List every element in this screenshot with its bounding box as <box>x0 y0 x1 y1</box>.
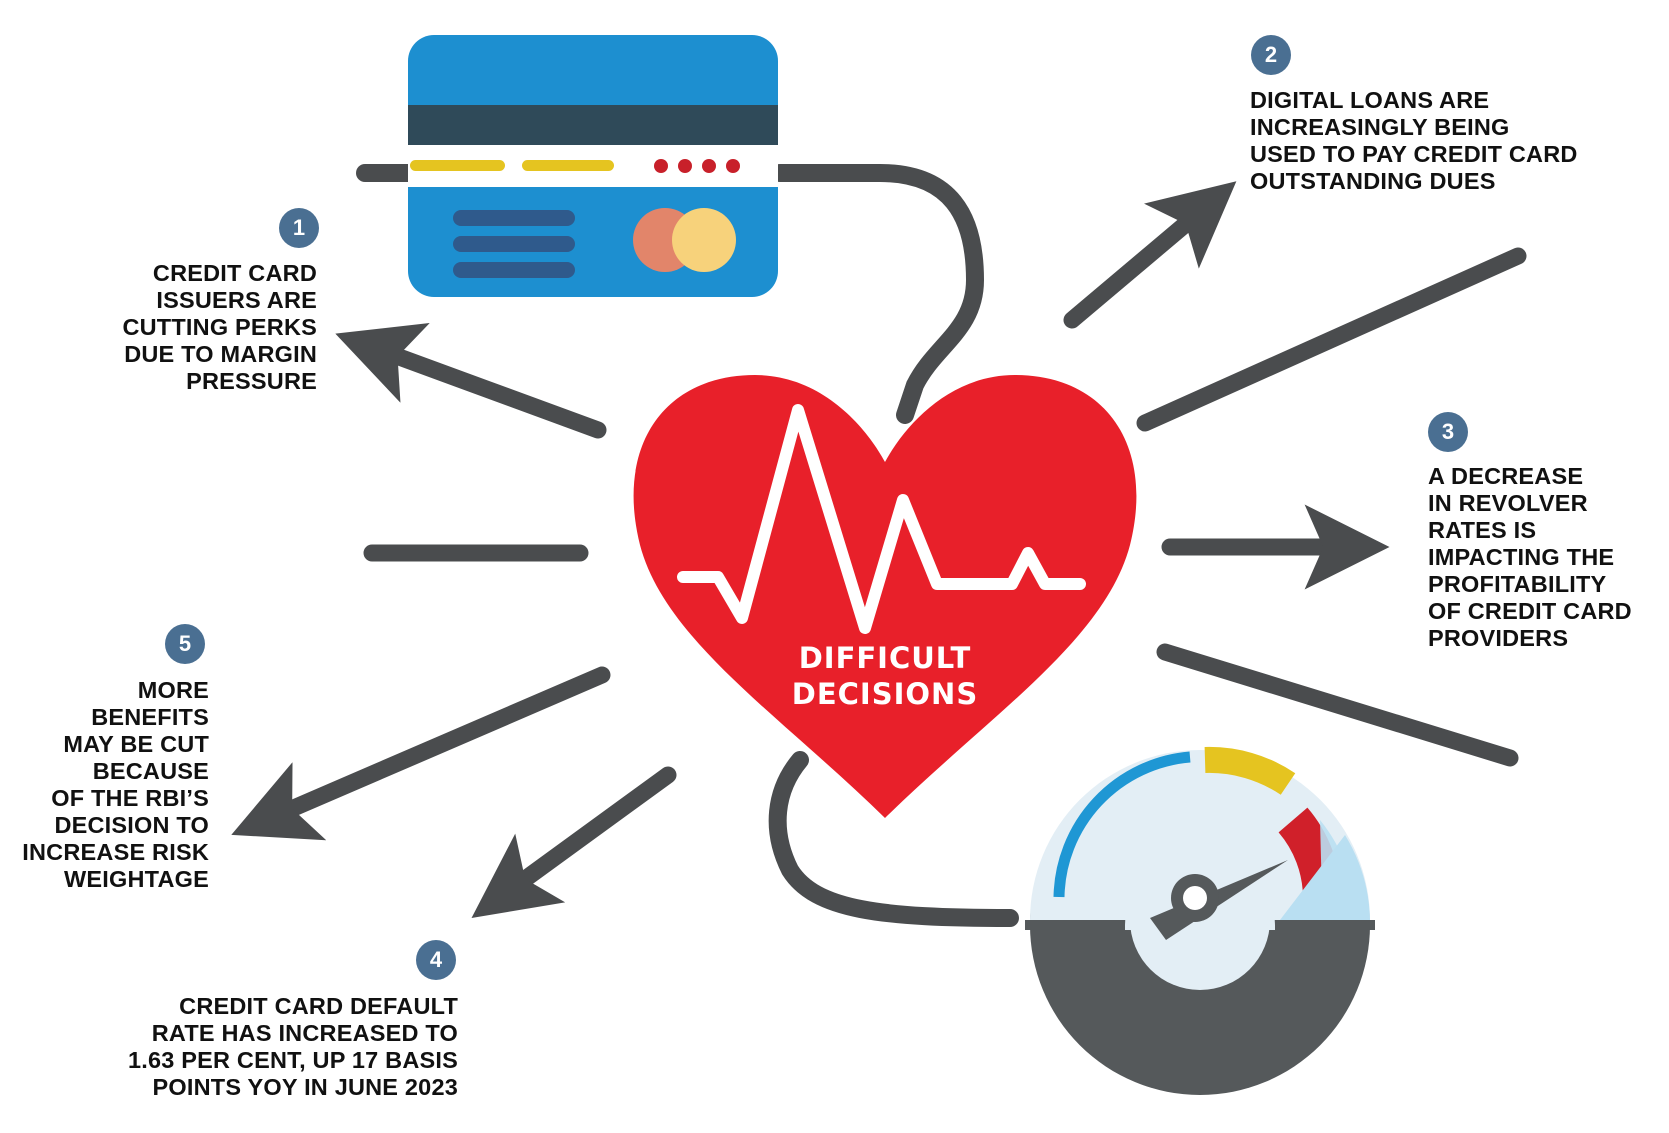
callout-5-line: BECAUSE <box>92 758 209 784</box>
callout-3-line: PROFITABILITY <box>1428 571 1607 597</box>
callout-4-line: RATE HAS INCREASED TO <box>151 1020 458 1046</box>
callout-1-text: CREDIT CARD ISSUERS ARE CUTTING PERKS DU… <box>60 260 317 395</box>
callout-3-line: RATES IS <box>1428 517 1537 543</box>
ray-line <box>1136 247 1527 432</box>
callout-2-line: USED TO PAY CREDIT CARD <box>1250 141 1578 167</box>
gauge-needle <box>1150 860 1288 940</box>
callout-1-line: DUE TO MARGIN <box>124 341 317 367</box>
callout-1-line: PRESSURE <box>186 368 317 394</box>
arrow-to-item-1 <box>335 322 607 439</box>
callout-3-number-badge: 3 <box>1428 412 1468 452</box>
card-dot <box>726 159 740 173</box>
callout-5-line: MAY BE CUT <box>63 731 209 757</box>
card-dot <box>654 159 668 173</box>
callout-3-line: IMPACTING THE <box>1428 544 1615 570</box>
callout-3-line: OF CREDIT CARD <box>1428 598 1632 624</box>
callout-5-line: OF THE RBI’S <box>51 785 209 811</box>
card-signature-strip <box>410 160 505 171</box>
card-number-bar <box>453 262 575 278</box>
callout-5-line: WEIGHTAGE <box>64 866 209 892</box>
credit-card-icon <box>408 35 778 297</box>
card-dot <box>678 159 692 173</box>
center-title: DIFFICULT DECISIONS <box>760 640 1010 712</box>
card-logo-circle <box>672 208 736 272</box>
heart-icon <box>633 375 1137 818</box>
pressure-gauge-icon <box>1025 746 1375 1095</box>
callout-5-line: INCREASE RISK <box>22 839 209 865</box>
callout-5-line: BENEFITS <box>91 704 209 730</box>
pressure-tube <box>356 164 1019 927</box>
center-title-line1: DIFFICULT <box>798 641 972 675</box>
ray-line <box>1156 643 1519 767</box>
callout-1-number-badge: 1 <box>279 208 319 248</box>
center-title-line2: DECISIONS <box>791 677 979 711</box>
arrow-to-item-2 <box>1063 181 1237 329</box>
callout-4-line: POINTS YOY IN JUNE 2023 <box>152 1074 458 1100</box>
callout-2-line: DIGITAL LOANS ARE <box>1250 87 1490 113</box>
callout-3-text: A DECREASE IN REVOLVER RATES IS IMPACTIN… <box>1428 463 1663 652</box>
arrow-to-item-4 <box>471 766 677 919</box>
callout-4-text: CREDIT CARD DEFAULT RATE HAS INCREASED T… <box>60 993 458 1101</box>
callout-2-text: DIGITAL LOANS ARE INCREASINGLY BEING USE… <box>1250 87 1650 195</box>
heartbeat-pulse-icon <box>677 404 1086 634</box>
callout-3-line: PROVIDERS <box>1428 625 1569 651</box>
gauge-zone-low <box>1053 751 1191 898</box>
callout-5-line: DECISION TO <box>54 812 209 838</box>
callout-3-line: A DECREASE <box>1428 463 1584 489</box>
callout-2-line: OUTSTANDING DUES <box>1250 168 1496 194</box>
card-number-bar <box>453 236 575 252</box>
callout-1-line: CUTTING PERKS <box>122 314 317 340</box>
callout-1-line: CREDIT CARD <box>152 260 317 286</box>
gauge-face-shade <box>1280 835 1370 920</box>
callout-2-number-badge: 2 <box>1251 35 1291 75</box>
callout-1-line: ISSUERS ARE <box>156 287 317 313</box>
card-dot <box>702 159 716 173</box>
card-number-bar <box>453 210 575 226</box>
callout-4-number-badge: 4 <box>416 940 456 980</box>
card-signature-strip <box>522 160 614 171</box>
callout-5-number-badge: 5 <box>165 624 205 664</box>
callout-3-line: IN REVOLVER <box>1428 490 1588 516</box>
radiating-arrows <box>231 181 1527 919</box>
callout-2-line: INCREASINGLY BEING <box>1250 114 1510 140</box>
callout-5-text: MORE BENEFITS MAY BE CUT BECAUSE OF THE … <box>5 677 209 893</box>
callout-4-line: 1.63 PER CENT, UP 17 BASIS <box>128 1047 458 1073</box>
callout-5-line: MORE <box>137 677 209 703</box>
arrow-to-item-5 <box>231 666 611 841</box>
gauge-zone-mid <box>1204 746 1296 795</box>
callout-4-line: CREDIT CARD DEFAULT <box>179 993 458 1019</box>
